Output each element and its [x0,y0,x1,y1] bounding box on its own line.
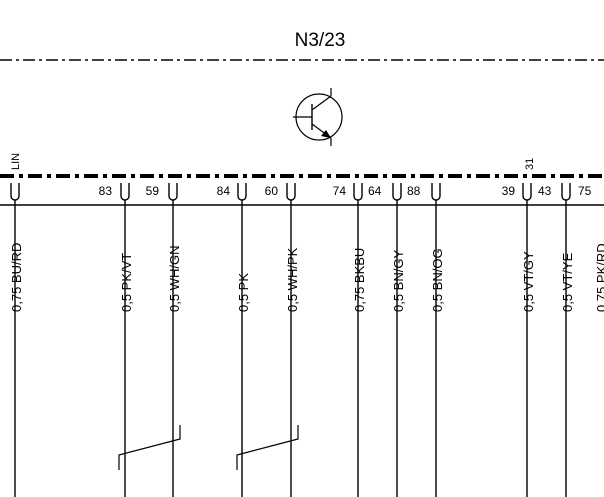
pin31-label: 31 [524,158,536,170]
pin-number: 83 [99,184,113,198]
wire-label: 0,5 WH/PK [285,247,300,312]
wire-label: 0,5 BN/GY [391,250,406,312]
pin-number: 88 [407,184,421,198]
wire-label: 0,75 PK/RD [594,243,604,312]
pin-number: 84 [217,184,231,198]
pin-terminals [10,183,571,201]
wire-label: 0,75 BU/RD [9,243,24,312]
wire-label: 0,75 BKBU [352,248,367,312]
wire-label: 0,5 BN/OG [430,248,445,312]
wire-label: 0,5 VT/YE [560,252,575,312]
pin-number: 64 [368,184,382,198]
pin-number: 75 [578,184,592,198]
wire-label: 0,5 PK/VT [119,253,134,312]
component-id: N3/23 [295,30,346,51]
pin-number: 59 [146,184,160,198]
wire-label: 0,5 VT/GY [521,251,536,312]
transistor-icon [293,88,343,146]
pin-number: 43 [538,184,552,198]
pin-number: 60 [265,184,279,198]
pin-number: 39 [502,184,516,198]
twisted-pair-marker [118,425,181,470]
wire-label: 0,5 PK [236,273,251,312]
pin-number: 74 [333,184,347,198]
wire-labels: 0,75 BU/RD 0,5 PK/VT 0,5 WH/GN 0,5 PK 0,… [9,243,604,312]
wire-label: 0,5 WH/GN [167,246,182,312]
lin-label: LIN [10,153,22,170]
wires [14,200,567,497]
twisted-pair-marker [236,425,299,470]
